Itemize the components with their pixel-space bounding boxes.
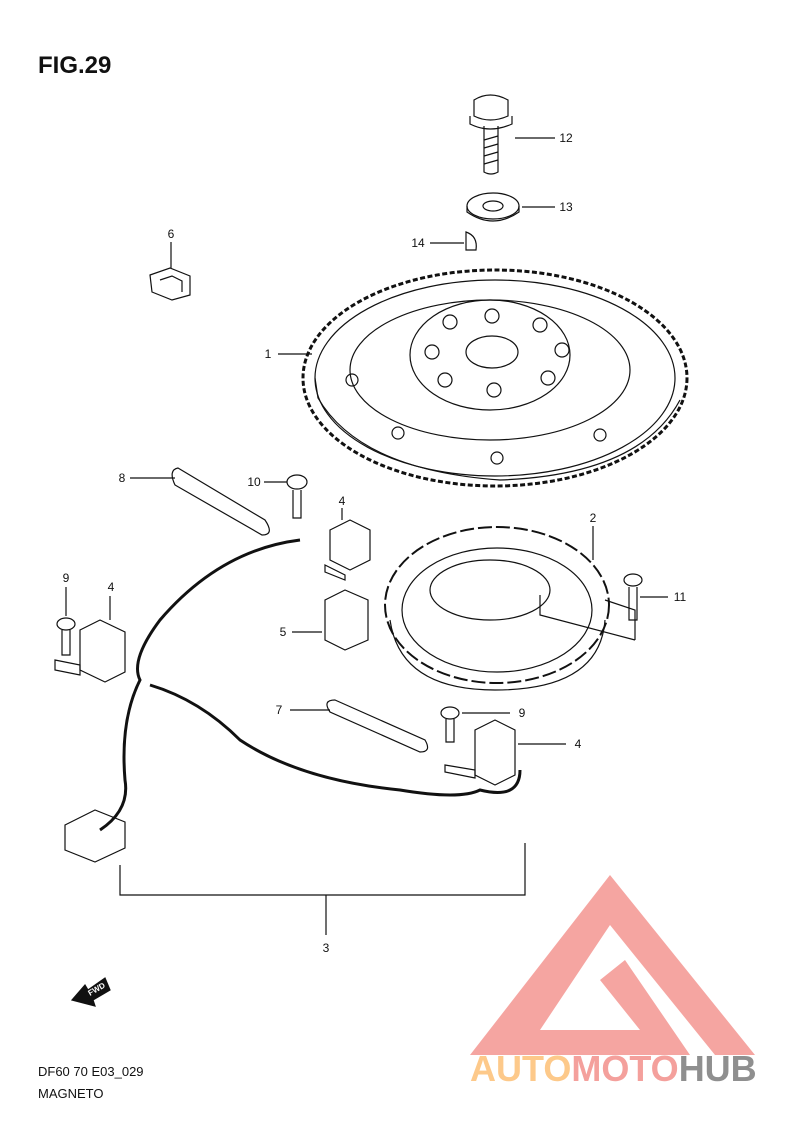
connector [64, 809, 126, 863]
pickup-coil-4-right [444, 719, 566, 786]
model-code: DF60 70 E03_029 [38, 1064, 144, 1079]
callout-14: 14 [411, 236, 425, 250]
logo-hub: HUB [678, 1048, 757, 1089]
callout-4-right: 4 [574, 737, 582, 751]
callout-1: 1 [264, 347, 272, 361]
screw-11 [623, 573, 668, 621]
stator-2 [384, 526, 636, 691]
logo-moto: MOTO [571, 1048, 679, 1089]
logo-auto: AUTO [470, 1048, 572, 1089]
callout-4-left: 4 [107, 580, 115, 594]
harness-bracket-line [119, 843, 526, 935]
section-name: MAGNETO [38, 1086, 104, 1101]
watermark-logo-triangle [470, 875, 755, 1055]
screw-9-left [56, 587, 76, 656]
callout-2: 2 [589, 511, 597, 525]
bracket-5 [292, 589, 369, 651]
clip-6 [149, 242, 191, 301]
callout-5: 5 [279, 625, 287, 639]
callout-13: 13 [559, 200, 573, 214]
pickup-coil-4-left [54, 596, 126, 683]
fwd-arrow-icon [70, 977, 111, 1007]
screw-10 [264, 474, 308, 519]
strap-8 [130, 467, 270, 536]
watermark-logo: AUTOMOTOHUB [470, 1048, 757, 1090]
washer-13 [466, 192, 555, 222]
callout-9-left: 9 [62, 571, 70, 585]
callout-3: 3 [322, 941, 330, 955]
flywheel-1 [278, 268, 689, 488]
callout-10: 10 [247, 475, 261, 489]
callout-9-right: 9 [518, 706, 526, 720]
strap-7 [290, 699, 429, 753]
callout-12: 12 [559, 131, 573, 145]
key-14 [430, 231, 477, 251]
callout-6: 6 [167, 227, 175, 241]
pickup-coil-4-top [324, 508, 371, 581]
bolt-12 [469, 94, 555, 175]
callout-11: 11 [673, 590, 687, 604]
screw-9-right [440, 706, 510, 743]
wire-harness-3 [99, 538, 522, 832]
callout-4-top: 4 [338, 494, 346, 508]
callout-8: 8 [118, 471, 126, 485]
figure-title: FIG.29 [38, 52, 112, 79]
callout-7: 7 [275, 703, 283, 717]
